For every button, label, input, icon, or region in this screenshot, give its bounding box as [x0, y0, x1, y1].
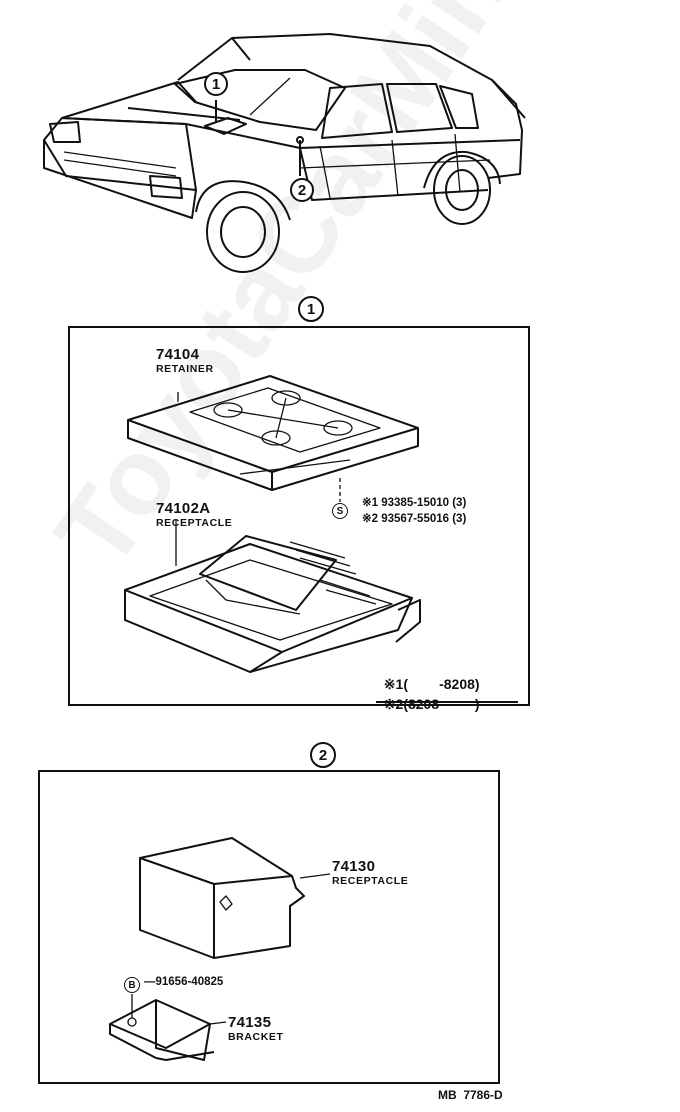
applicability-note-2: ※2(8208- ) [376, 680, 480, 713]
callout-2-car: 2 [290, 178, 314, 202]
applicability-note-1: ※1( -8208) [376, 660, 480, 693]
note-mark-1: ※1 [383, 676, 404, 692]
bracket-part-number: 74135 [228, 1014, 272, 1031]
bracket-drawing [109, 994, 227, 1061]
screw-part-1: 93385-15010 (3) [381, 497, 467, 509]
section-1-heading: 1 [298, 296, 324, 322]
bracket-part-name: BRACKET [228, 1031, 284, 1043]
illustration-code: MB 7786-D [438, 1088, 503, 1102]
retainer-part-number: 74104 [156, 346, 200, 363]
car-illustration [43, 33, 526, 273]
receptacle-74130-name: RECEPTACLE [332, 875, 409, 887]
screw-mark-1: ※1 [362, 497, 379, 509]
note-mark-2: ※2 [383, 696, 404, 712]
note-range-1: ( -8208) [403, 676, 480, 692]
note-range-2: (8208- ) [403, 696, 480, 712]
screw-row-1: ※1 93385-15010 (3) [362, 495, 466, 509]
receptacle-part-number: 74102A [156, 500, 211, 517]
bolt-part-number: 91656-40825 [155, 976, 224, 988]
receptacle-74130-number: 74130 [332, 858, 376, 875]
receptacle-box-drawing [139, 837, 331, 959]
section-2-panel [38, 770, 500, 1084]
receptacle-part-name: RECEPTACLE [156, 517, 233, 529]
receptacle-drawing [124, 520, 421, 673]
bolt-part: —91656-40825 [144, 976, 224, 988]
screw-symbol: S [332, 503, 348, 519]
screw-row-2: ※2 93567-55016 (3) [362, 511, 466, 525]
retainer-drawing [127, 375, 419, 491]
retainer-part-name: RETAINER [156, 363, 214, 375]
screw-part-2: 93567-55016 (3) [381, 513, 467, 525]
bolt-symbol: B [124, 977, 140, 993]
section-2-heading: 2 [310, 742, 336, 768]
section-1-panel [68, 326, 530, 706]
callout-1-car: 1 [204, 72, 228, 96]
screw-mark-2: ※2 [362, 513, 379, 525]
